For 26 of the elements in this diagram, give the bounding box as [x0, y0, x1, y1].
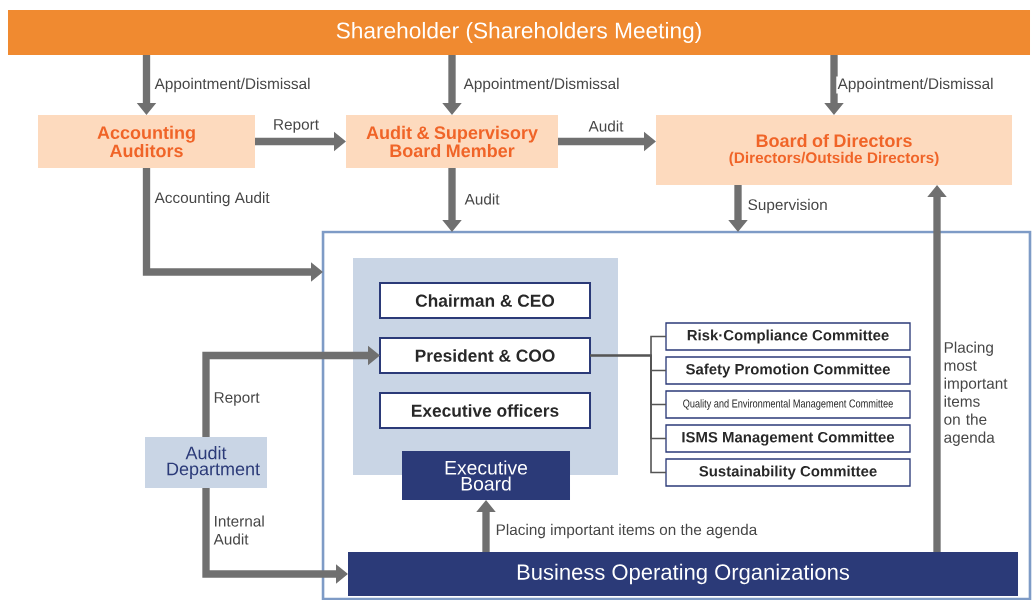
edge-label: Audit	[463, 192, 501, 206]
committee-box: Safety Promotion Committee	[665, 356, 911, 385]
box-name: Shareholder (Shareholders Meeting)	[8, 10, 1030, 55]
edge-label: Placing most important items on the agenda	[942, 340, 1021, 448]
org-box: Audit Department	[145, 437, 267, 488]
committee-box: ISMS Management Committee	[665, 424, 911, 453]
org-box: Board of Directors (Directors/Outside Directors)	[656, 115, 1012, 185]
edge-label: Appointment/Dismissal	[462, 76, 621, 94]
org-box: Executive Board	[402, 451, 570, 500]
edge-label: Appointment/Dismissal	[836, 76, 995, 94]
edge-label: Accounting Audit	[153, 190, 271, 208]
committee-box: Risk·Compliance Committee	[665, 322, 911, 351]
committee-box: Quality and Environmental Management Committee	[665, 390, 911, 419]
edge-label: Internal Audit	[212, 514, 273, 546]
edge-label: Report	[212, 390, 261, 408]
edge-label: Report	[271, 117, 321, 135]
org-box: Executive officers	[379, 392, 591, 429]
org-box: President & COO	[379, 337, 591, 374]
org-box: Business Operating Organizations	[348, 552, 1018, 596]
org-box: Accounting Auditors	[38, 115, 255, 168]
org-box: Audit & Supervisory Board Member	[346, 115, 558, 168]
org-box: Chairman & CEO	[379, 282, 591, 319]
committee-box: Sustainability Committee	[665, 458, 911, 487]
edge-label: Supervision	[746, 197, 830, 215]
edge-label: Appointment/Dismissal	[153, 76, 312, 94]
edge-label: Audit	[587, 119, 625, 133]
